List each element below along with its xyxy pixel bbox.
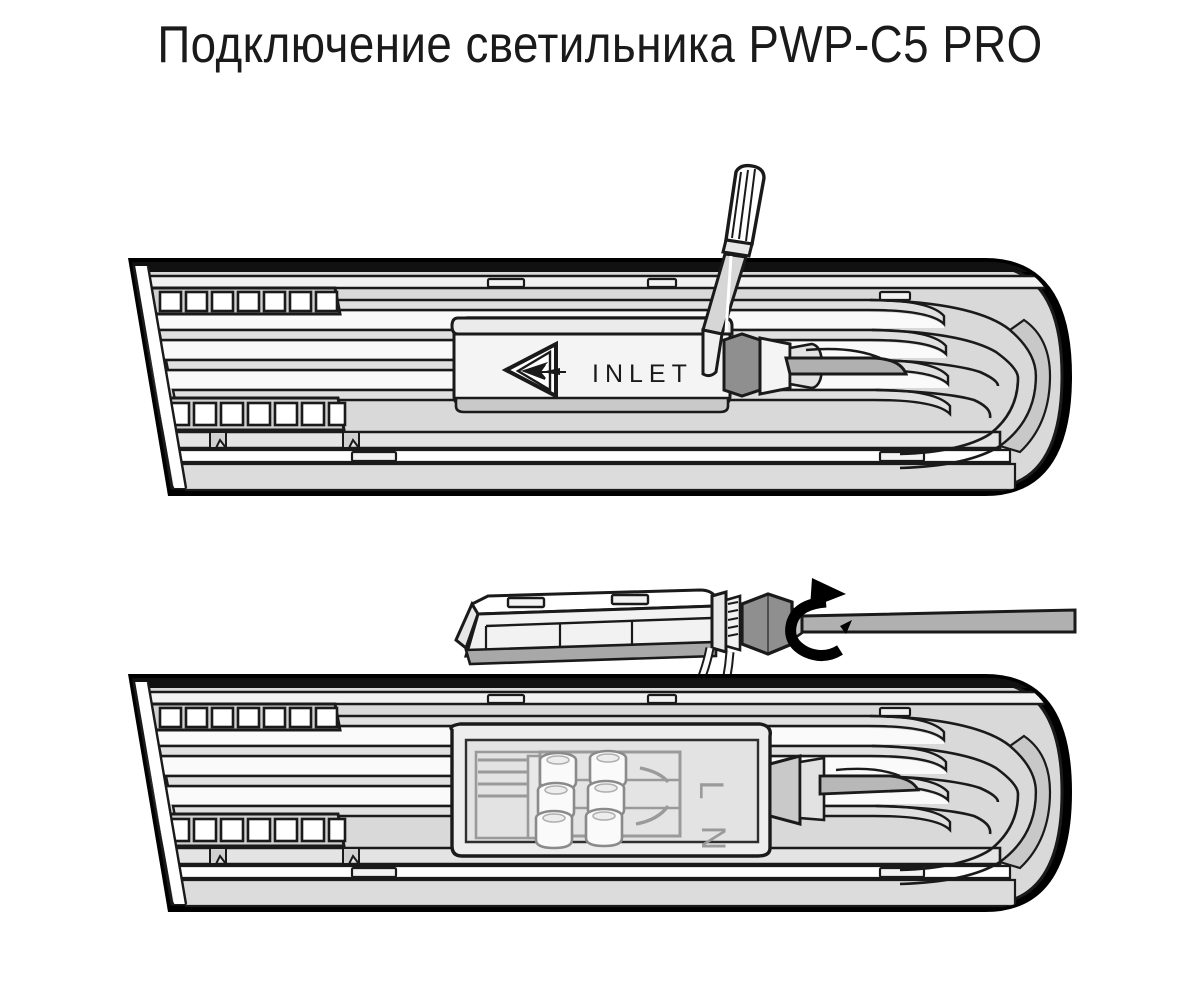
terminal-ports	[534, 749, 628, 850]
housing-top-band	[137, 274, 1062, 290]
vent-slot	[246, 401, 272, 427]
vent-slot	[246, 817, 272, 843]
terminal-port	[534, 809, 574, 850]
vent-slot	[158, 706, 183, 729]
vent-slot	[300, 817, 326, 843]
vent-slot	[262, 706, 287, 729]
vent-slot-strip-upper	[148, 286, 342, 316]
housing-surface-detail-2: L N	[132, 678, 1065, 908]
housing-top-tabs	[486, 277, 912, 302]
diagram-step-2: L N	[128, 578, 1077, 912]
vent-slot	[192, 401, 218, 427]
terminal-label-live: L	[692, 781, 730, 800]
vent-slot-strip-lower-2	[154, 812, 347, 848]
power-cable-top	[784, 347, 909, 376]
housing-top-shadow	[132, 262, 1065, 272]
inlet-label: INLET	[592, 360, 693, 388]
vent-slot	[192, 817, 218, 843]
cover-clip	[506, 596, 546, 609]
vent-slot	[219, 401, 245, 427]
page-title: Подключение светильника PWP-C5 PRO	[157, 16, 1043, 74]
power-cable-detached	[800, 608, 1077, 634]
vent-slot	[184, 706, 209, 729]
housing-top-shadow-2	[132, 678, 1065, 688]
gland-nut	[722, 332, 762, 398]
diagram-step-1: INLET	[128, 163, 1072, 496]
inlet-cover-lip	[450, 316, 734, 336]
vent-slot	[327, 817, 347, 843]
inlet-cover: INLET	[450, 316, 734, 414]
housing-right-end-shade	[997, 318, 1052, 454]
rotation-arrowhead	[810, 578, 846, 608]
rotation-arrow	[785, 578, 852, 661]
screwdriver-tip	[701, 328, 724, 378]
vent-slot	[262, 290, 287, 313]
vent-slot	[314, 706, 339, 729]
cover-left-bevel	[454, 600, 480, 651]
vent-slot	[300, 401, 326, 427]
vent-slot-strip-upper-2	[148, 702, 342, 732]
screwdriver	[701, 163, 766, 378]
cover-clip	[610, 593, 650, 606]
screwdriver-handle	[724, 163, 766, 246]
vent-slot	[184, 290, 209, 313]
gland-body	[758, 336, 792, 396]
terminal-port	[584, 807, 624, 848]
gland-flange	[710, 590, 728, 654]
housing-top-tabs-2	[486, 693, 912, 718]
vent-slot	[288, 706, 313, 729]
vent-slot	[288, 290, 313, 313]
vent-slot	[314, 290, 339, 313]
inline-cable	[818, 774, 921, 796]
hazard-triangle-icon	[501, 340, 566, 400]
terminal-label-neutral: N	[694, 826, 732, 851]
vent-slot	[273, 817, 299, 843]
screwdriver-handle-grooves	[731, 168, 756, 242]
vent-slot	[158, 290, 183, 313]
inlet-cover-bottom	[454, 396, 730, 414]
vent-slot	[210, 290, 235, 313]
vent-slot	[219, 817, 245, 843]
mount-clip	[350, 866, 398, 879]
vent-slot	[210, 706, 235, 729]
vent-slot	[236, 706, 261, 729]
inlet-cover-detached	[454, 588, 718, 666]
housing-base-ledge	[162, 430, 1017, 492]
vent-slot	[327, 401, 347, 427]
vent-slot	[236, 290, 261, 313]
cover-bottom-strip	[464, 640, 718, 666]
mount-clip	[350, 450, 398, 463]
vent-slot-strip-lower	[154, 396, 347, 432]
housing-right-end-shade-2	[997, 734, 1052, 870]
housing-top-band-2	[137, 690, 1062, 706]
cable-gland-inline	[768, 754, 921, 826]
vent-slot	[273, 401, 299, 427]
terminal-compartment: L N	[449, 722, 772, 858]
wire-tails	[635, 766, 670, 826]
